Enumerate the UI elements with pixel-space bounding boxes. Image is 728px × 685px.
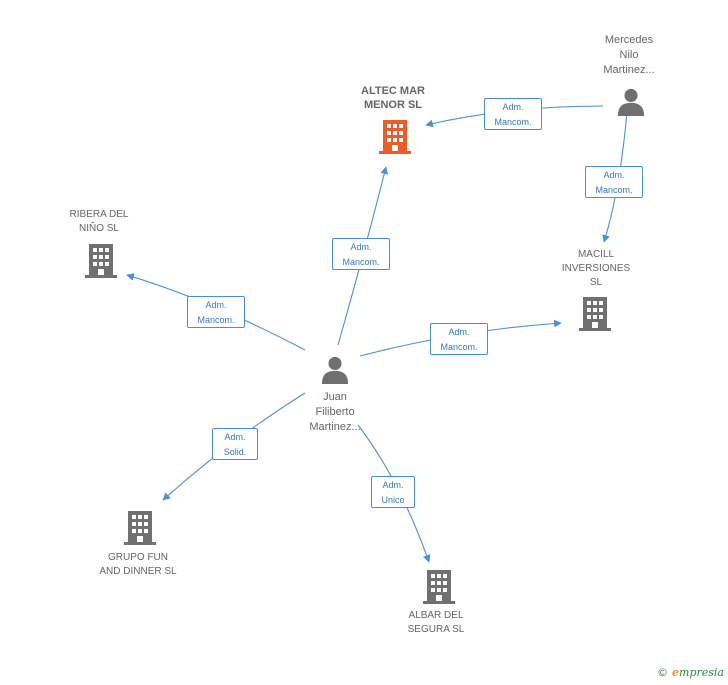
person-icon[interactable] <box>617 88 645 116</box>
node-label-ribera[interactable]: RIBERA DEL NIÑO SL <box>69 209 129 234</box>
node-label-macill[interactable]: MACILL INVERSIONES SL <box>561 249 631 288</box>
building-icon[interactable] <box>124 511 156 545</box>
edge-badge-juan-grupo[interactable]: Adm. Solid. <box>212 428 258 460</box>
person-icon[interactable] <box>321 356 349 384</box>
brand-name: mpresia <box>679 666 724 679</box>
building-icon[interactable] <box>579 297 611 331</box>
node-label-mercedes[interactable]: Mercedes Nilo Martinez... <box>603 34 655 76</box>
edge-badge-juan-altec[interactable]: Adm. Mancom. <box>332 238 390 270</box>
edge-badge-juan-ribera[interactable]: Adm. Mancom. <box>187 296 245 328</box>
edge-badge-juan-macill[interactable]: Adm. Mancom. <box>430 323 488 355</box>
brand-footer: ©empresia <box>657 666 724 679</box>
edge-badge-juan-albar[interactable]: Adm. Unico <box>371 476 415 508</box>
copyright-symbol: © <box>657 666 669 679</box>
building-icon[interactable] <box>423 570 455 604</box>
building-icon[interactable] <box>379 120 411 154</box>
node-label-grupo[interactable]: GRUPO FUN AND DINNER SL <box>99 552 177 577</box>
node-label-altec[interactable]: ALTEC MAR MENOR SL <box>361 85 425 111</box>
node-label-albar[interactable]: ALBAR DEL SEGURA SL <box>407 610 465 635</box>
building-icon[interactable] <box>85 244 117 278</box>
edge-badge-mercedes-macill[interactable]: Adm. Mancom. <box>585 166 643 198</box>
edge-badge-mercedes-altec[interactable]: Adm. Mancom. <box>484 98 542 130</box>
node-label-juan[interactable]: Juan Filiberto Martinez... <box>309 391 361 433</box>
brand-initial: e <box>672 666 680 679</box>
